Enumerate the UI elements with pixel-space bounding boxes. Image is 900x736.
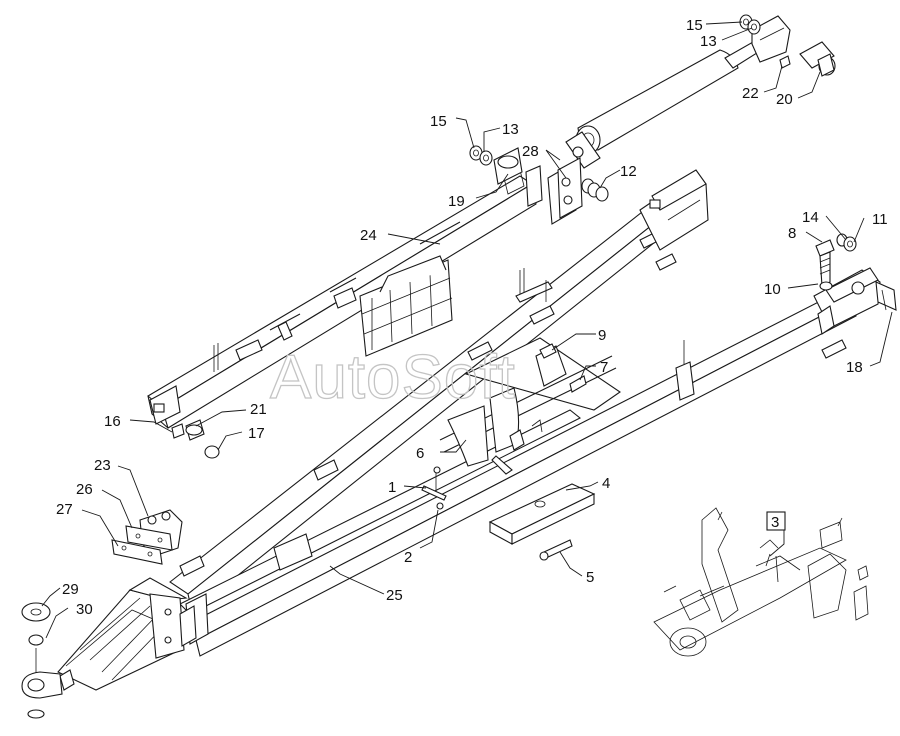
callout-28: 28 [522,143,539,160]
callout-3: 3 [771,514,779,531]
bolt-assembly [815,233,857,291]
callout-6: 6 [416,445,424,462]
callout-2: 2 [404,549,412,566]
callout-13-mid: 13 [502,121,519,138]
callout-13-top: 13 [700,33,717,50]
callout-9: 9 [598,327,606,344]
bracket-plate [469,145,609,225]
mesh-panel [359,255,453,357]
callout-14: 14 [802,209,819,226]
clamp-plates [111,509,183,565]
beam-head-left [639,169,709,251]
callout-labels: 15 13 22 20 15 13 28 12 19 24 8 14 11 10… [56,17,888,618]
inset-callout-box [766,511,786,531]
callout-17: 17 [248,425,265,442]
drawbar-tongue [57,577,209,691]
inset-detail [653,507,869,657]
callout-16: 16 [104,413,121,430]
callout-23: 23 [94,457,111,474]
wedge-blocks [447,387,543,475]
callout-26: 26 [76,481,93,498]
callout-27: 27 [56,501,73,518]
lower-pin-parts [171,419,220,459]
upper-frame-bar [147,165,543,429]
callout-25: 25 [386,587,403,604]
support-bracket [535,340,695,401]
pin-and-washer [421,466,447,510]
callout-8: 8 [788,225,796,242]
cylinder-pin-assembly [739,14,836,77]
callout-30: 30 [76,601,93,618]
callout-29: 29 [62,581,79,598]
drawbar-eye [21,602,63,719]
callout-12: 12 [620,163,637,180]
callout-11: 11 [872,211,888,228]
callout-4: 4 [602,475,610,492]
callout-21: 21 [250,401,267,418]
callout-19: 19 [448,193,465,210]
callout-10: 10 [764,281,781,298]
callout-15-top: 15 [686,17,703,34]
leader-lines [41,21,893,639]
watermark: AutoSoft [270,343,516,412]
callout-24: 24 [360,227,377,244]
clevis-pin [539,539,573,561]
callout-5: 5 [586,569,594,586]
callout-15-mid: 15 [430,113,447,130]
beam-head-right [813,267,897,335]
callout-22: 22 [742,85,759,102]
callout-1: 1 [388,479,396,496]
callout-20: 20 [776,91,793,108]
callout-18: 18 [846,359,863,376]
callout-7: 7 [600,359,608,376]
counter-block [488,483,596,545]
